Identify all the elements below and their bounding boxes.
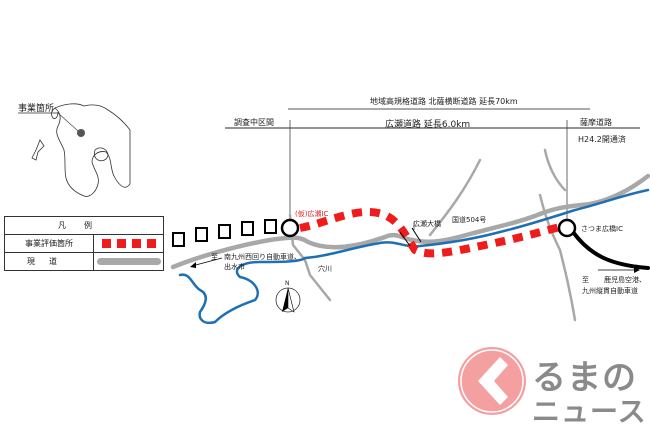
west-direction-line2: 出水市: [224, 263, 245, 271]
built-road-satsuma: [571, 230, 650, 270]
legend-road-label: 現道: [4, 252, 94, 271]
national-route-label: 国道504号: [452, 216, 487, 224]
ic-satsuma-label: さつま広橋IC: [581, 225, 623, 233]
north-arrow-icon: [275, 287, 301, 313]
east-direction-prefix: 至: [582, 276, 589, 284]
legend-project-symbol: [93, 234, 164, 253]
bridge-label: 広瀬大橋: [413, 220, 441, 228]
legend-road-symbol: [93, 252, 164, 271]
survey-section-markers: [172, 219, 277, 247]
inset-map-label: 事業箇所: [18, 104, 55, 114]
west-direction-line1: 南九州西回り自動車道、: [224, 253, 301, 261]
legend-title: 凡例: [4, 216, 164, 235]
survey-section-label: 調査中区間: [234, 118, 274, 127]
logo-text-line2: ニュース: [532, 395, 647, 428]
kuruma-news-logo-icon: [456, 345, 528, 417]
overall-road-label: 地域高規格道路 北薩横断道路 延長70km: [370, 97, 518, 106]
inset-map: [31, 103, 131, 197]
east-direction-line2: 九州縦貫自動車道: [582, 287, 638, 295]
existing-roads: [170, 173, 650, 270]
legend-project-label: 事業評価箇所: [4, 234, 94, 253]
north-label: N: [285, 280, 290, 287]
project-road-label: 広瀬道路 延長6.0km: [385, 120, 471, 130]
adjacent-road-status: H24.2開通済: [578, 135, 626, 144]
ic-satsuma-hirohashi: [557, 218, 577, 238]
legend: 凡例 事業評価箇所 現道: [4, 216, 164, 271]
project-route: [299, 207, 561, 258]
river-label: 穴川: [318, 265, 332, 273]
east-direction-line1: 鹿児島空港、: [604, 276, 646, 284]
legend-row-project: 事業評価箇所: [4, 234, 164, 253]
adjacent-road-label: 薩摩道路: [580, 118, 612, 127]
logo-text-line1: るまの: [532, 358, 637, 398]
ic-hirose: [280, 218, 300, 238]
ic-hirose-label: (仮)広瀬IC: [295, 210, 329, 218]
river: [178, 188, 650, 325]
legend-row-existing-road: 現道: [4, 252, 164, 271]
west-direction-prefix: 至: [211, 253, 218, 261]
project-location-dot: [77, 129, 85, 137]
